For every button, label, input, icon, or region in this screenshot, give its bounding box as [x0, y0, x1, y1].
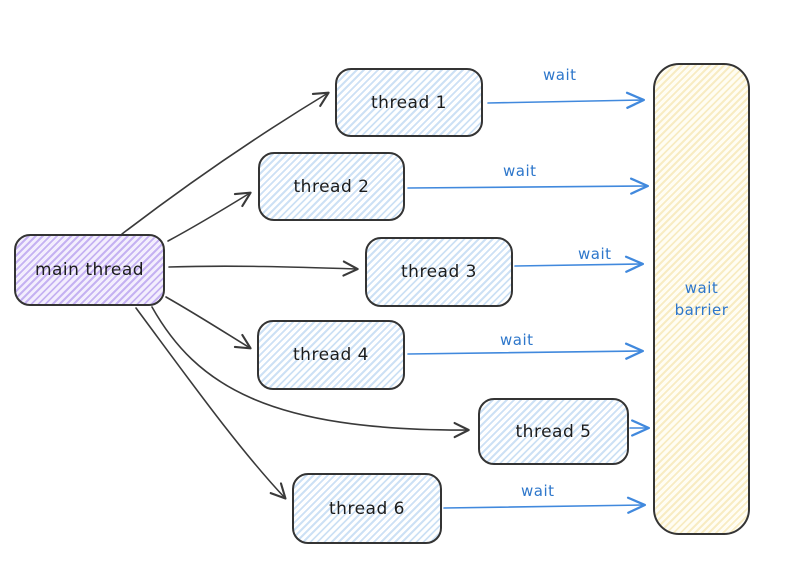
wait-barrier-label: wait barrier: [674, 278, 729, 320]
thread-1-label: thread 1: [371, 92, 447, 113]
node-thread-2: thread 2: [258, 152, 405, 221]
thread-4-label: thread 4: [293, 345, 369, 365]
wait-label-thread1: wait: [543, 66, 577, 84]
arrow-main-to-thread3: [168, 260, 359, 277]
node-thread-4: thread 4: [257, 320, 405, 390]
node-thread-5: thread 5: [478, 398, 629, 465]
arrow-thread3-wait: [514, 255, 644, 273]
wait-label-thread6: wait: [521, 482, 555, 500]
node-main-thread: main thread: [14, 234, 165, 306]
node-thread-6: thread 6: [292, 473, 442, 544]
thread-2-label: thread 2: [293, 176, 370, 197]
node-wait-barrier: wait barrier: [653, 63, 750, 535]
arrow-thread6-wait: [443, 496, 646, 514]
arrow-thread1-wait: [487, 91, 645, 109]
wait-label-thread3: wait: [578, 245, 612, 263]
wait-label-thread2: wait: [503, 162, 537, 180]
main-thread-label: main thread: [34, 260, 145, 280]
arrow-thread2-wait: [407, 177, 649, 195]
node-thread-3: thread 3: [365, 237, 513, 307]
arrow-thread4-wait: [407, 342, 644, 360]
thread-5-label: thread 5: [515, 421, 592, 442]
thread-3-label: thread 3: [401, 262, 477, 282]
arrow-main-to-thread4: [165, 296, 252, 350]
node-thread-1: thread 1: [335, 68, 483, 137]
thread-6-label: thread 6: [329, 498, 405, 519]
arrow-main-to-thread2: [167, 191, 252, 242]
wait-label-thread4: wait: [500, 331, 534, 349]
